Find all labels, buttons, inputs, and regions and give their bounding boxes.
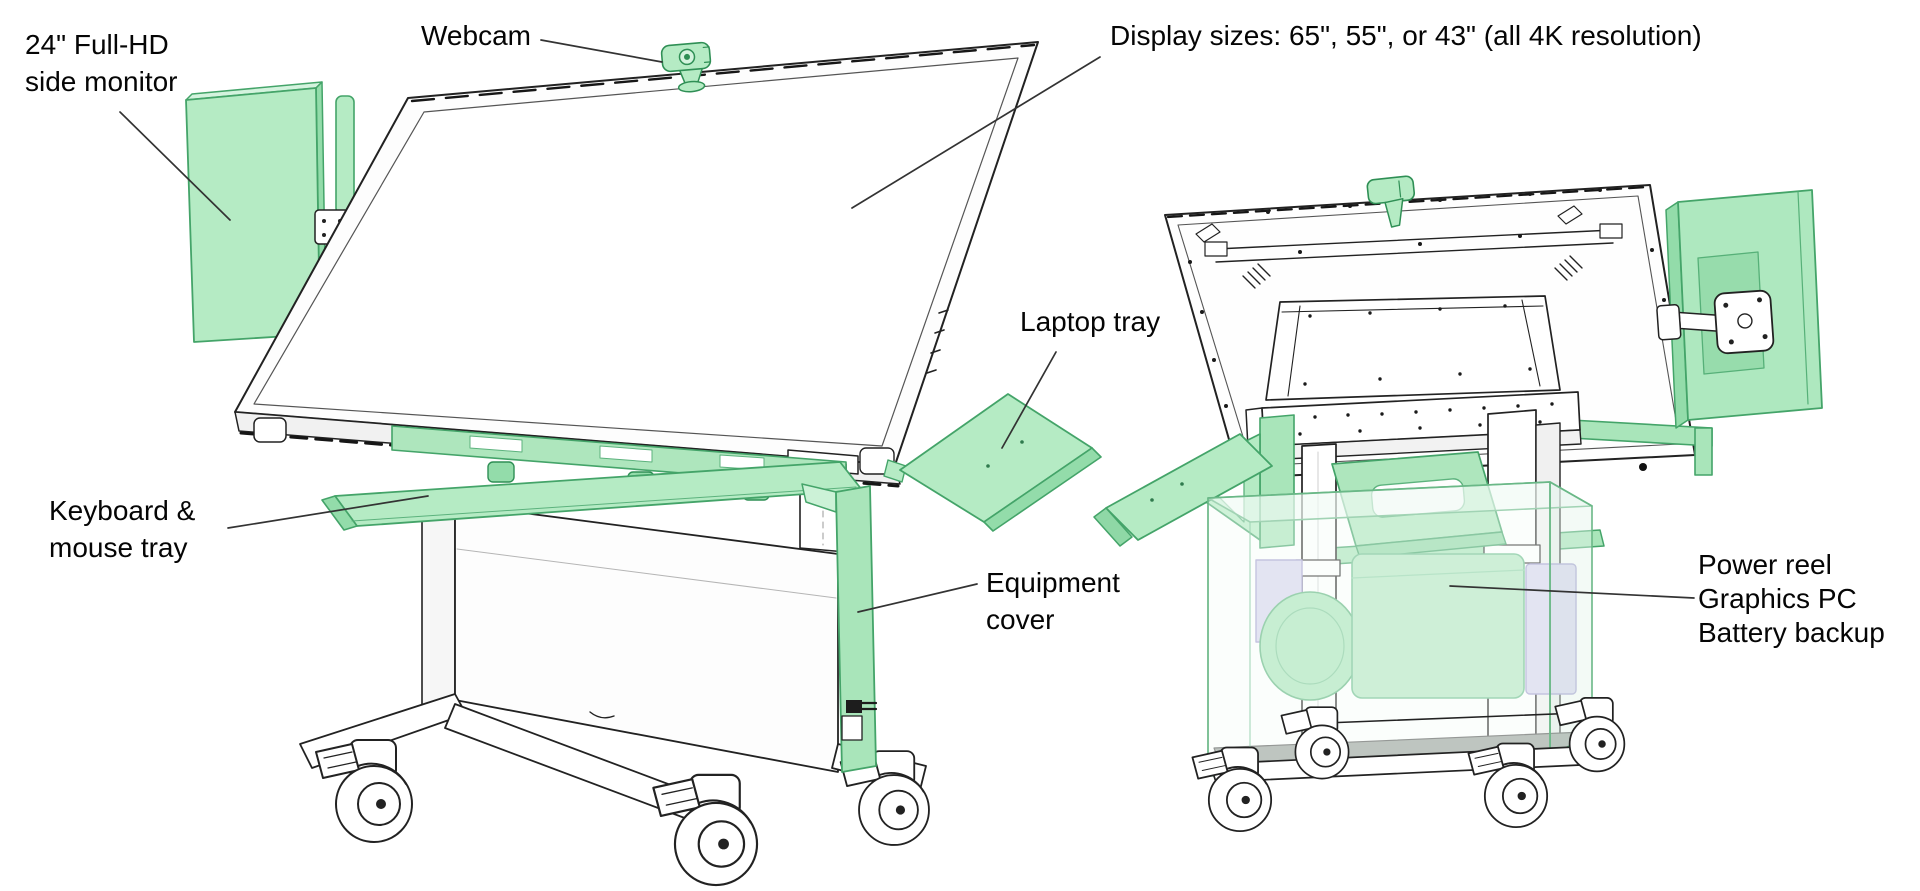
callout-laptop-tray: [1001, 351, 1057, 449]
label-laptop-tray: Laptop tray: [1020, 306, 1161, 337]
webcam-icon-rear: [1366, 175, 1416, 228]
label-side-monitor: 24" Full-HD side monitor: [25, 29, 178, 97]
cable-chute: [1265, 295, 1561, 401]
graphics-pc: [1351, 553, 1525, 699]
callout-keyboard-tray: [227, 495, 429, 529]
equipment-cabinet: [421, 503, 839, 773]
caster-wheel: [1191, 746, 1273, 833]
caster-wheel: [652, 773, 759, 887]
caster-wheel: [1467, 742, 1549, 829]
label-display-sizes: Display sizes: 65", 55", or 43" (all 4K …: [1110, 20, 1702, 51]
label-keyboard-tray: Keyboard & mouse tray: [49, 495, 196, 563]
caster-wheel: [315, 739, 413, 843]
callout-side-monitor: [119, 111, 231, 221]
main-display-panel: [234, 41, 1039, 488]
keyboard-mouse-tray: [321, 425, 863, 531]
laptop-tray-front: [859, 393, 1102, 532]
label-webcam: Webcam: [421, 20, 531, 51]
equipment-glass-box: [1207, 481, 1593, 777]
callout-equipment-contents: [1449, 585, 1695, 599]
power-reel: [1259, 591, 1361, 701]
webcam-icon: [660, 41, 712, 93]
side-monitor-rear: [1656, 189, 1823, 429]
callout-lines: [119, 39, 1695, 613]
power-plug-icon: [846, 700, 862, 713]
caster-wheel: [1554, 697, 1626, 773]
callout-webcam: [540, 39, 663, 63]
vesa-mount: [1656, 289, 1775, 355]
callout-display: [851, 56, 1101, 209]
label-equipment-cover: Equipment cover: [986, 567, 1120, 635]
rear-view-illustration: [1093, 175, 1823, 833]
label-equipment-contents: Power reel Graphics PC Battery backup: [1698, 549, 1885, 648]
caster-wheel: [1280, 706, 1350, 780]
front-view-illustration: [185, 41, 1102, 887]
callout-equipment-cover: [857, 583, 978, 613]
equipment-cover-panel: [801, 483, 878, 773]
